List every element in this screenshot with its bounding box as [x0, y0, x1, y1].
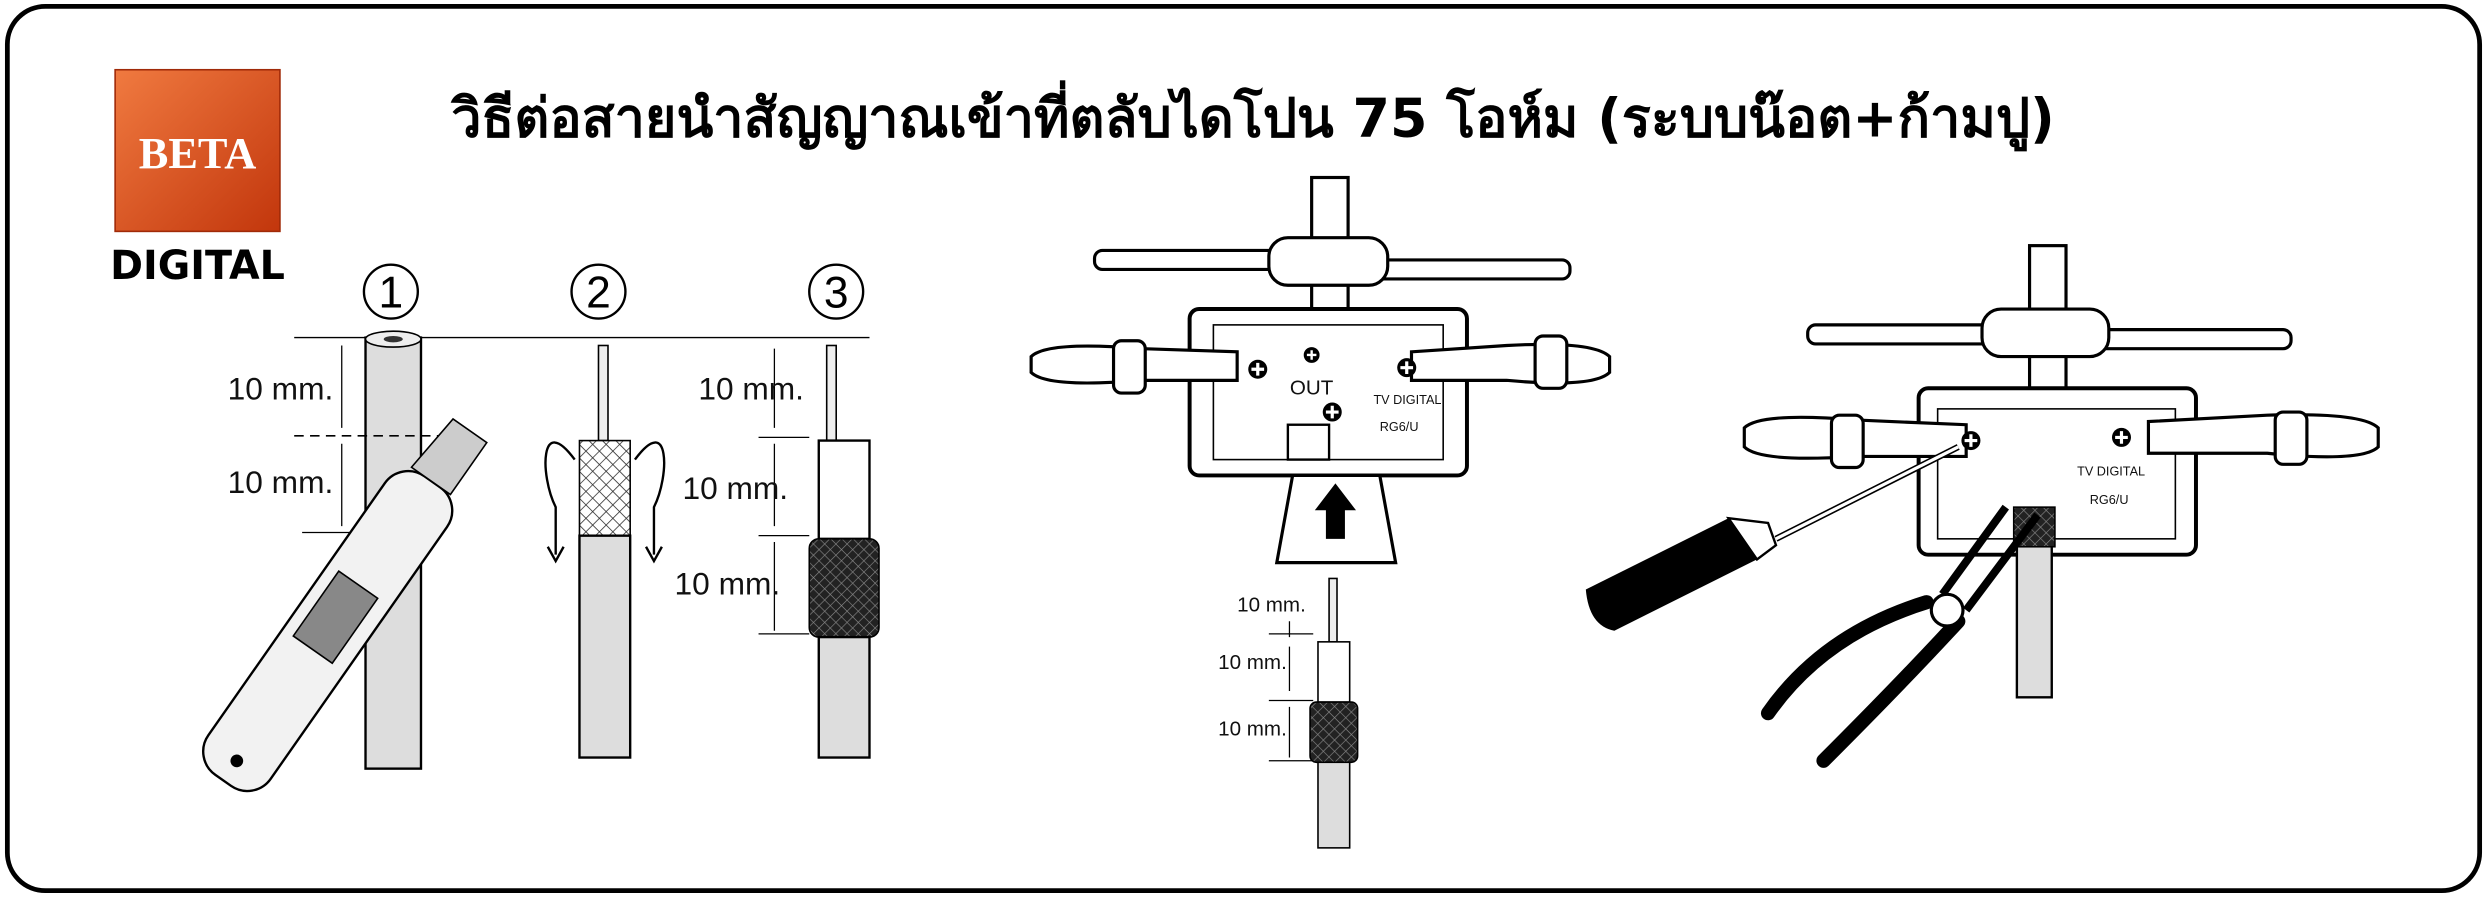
step-3-cable: [758, 344, 880, 759]
step-1-number: 1: [362, 263, 420, 320]
svg-text:2: 2: [586, 268, 611, 317]
out-label: OUT: [1290, 377, 1334, 400]
center-label-3: 10 mm.: [1218, 717, 1287, 740]
tv-digital-label-right: TV DIGITAL: [2077, 464, 2145, 478]
pliers-icon: [1760, 504, 2041, 768]
step-2-cable: [544, 344, 666, 759]
logo-top-text: BETA: [139, 128, 257, 178]
step-3-label-3: 10 mm.: [675, 565, 781, 601]
tv-digital-label: TV DIGITAL: [1373, 393, 1441, 407]
dipole-box-right: TV DIGITAL RG6/U: [1742, 244, 2380, 699]
screwdriver-icon: [1585, 444, 1960, 631]
logo-bottom-text: DIGITAL: [110, 243, 285, 289]
dipole-box-center: OUT TV DIGITAL RG6/U: [1029, 175, 1612, 565]
svg-text:1: 1: [379, 268, 404, 317]
step-1-label-2: 10 mm.: [228, 464, 334, 500]
rg6-label-right: RG6/U: [2090, 493, 2129, 507]
arrow-up-icon: [1314, 483, 1357, 539]
center-label-2: 10 mm.: [1218, 651, 1287, 674]
step-2-number: 2: [570, 263, 627, 320]
page-title: วิธีต่อสายนำสัญญาณเข้าที่ตลับไดโปน 75 โอ…: [451, 79, 2055, 151]
step-1-label-1: 10 mm.: [228, 370, 334, 406]
rg6-label: RG6/U: [1380, 420, 1419, 434]
beta-digital-logo: BETA DIGITAL: [110, 68, 285, 289]
svg-text:3: 3: [824, 268, 849, 317]
cutter-knife-icon: [202, 417, 488, 793]
center-cable: [1268, 577, 1359, 849]
step-3-label-2: 10 mm.: [682, 470, 788, 506]
step-3-number: 3: [808, 263, 865, 320]
center-label-1: 10 mm.: [1237, 594, 1306, 617]
step-3-label-1: 10 mm.: [698, 370, 804, 406]
